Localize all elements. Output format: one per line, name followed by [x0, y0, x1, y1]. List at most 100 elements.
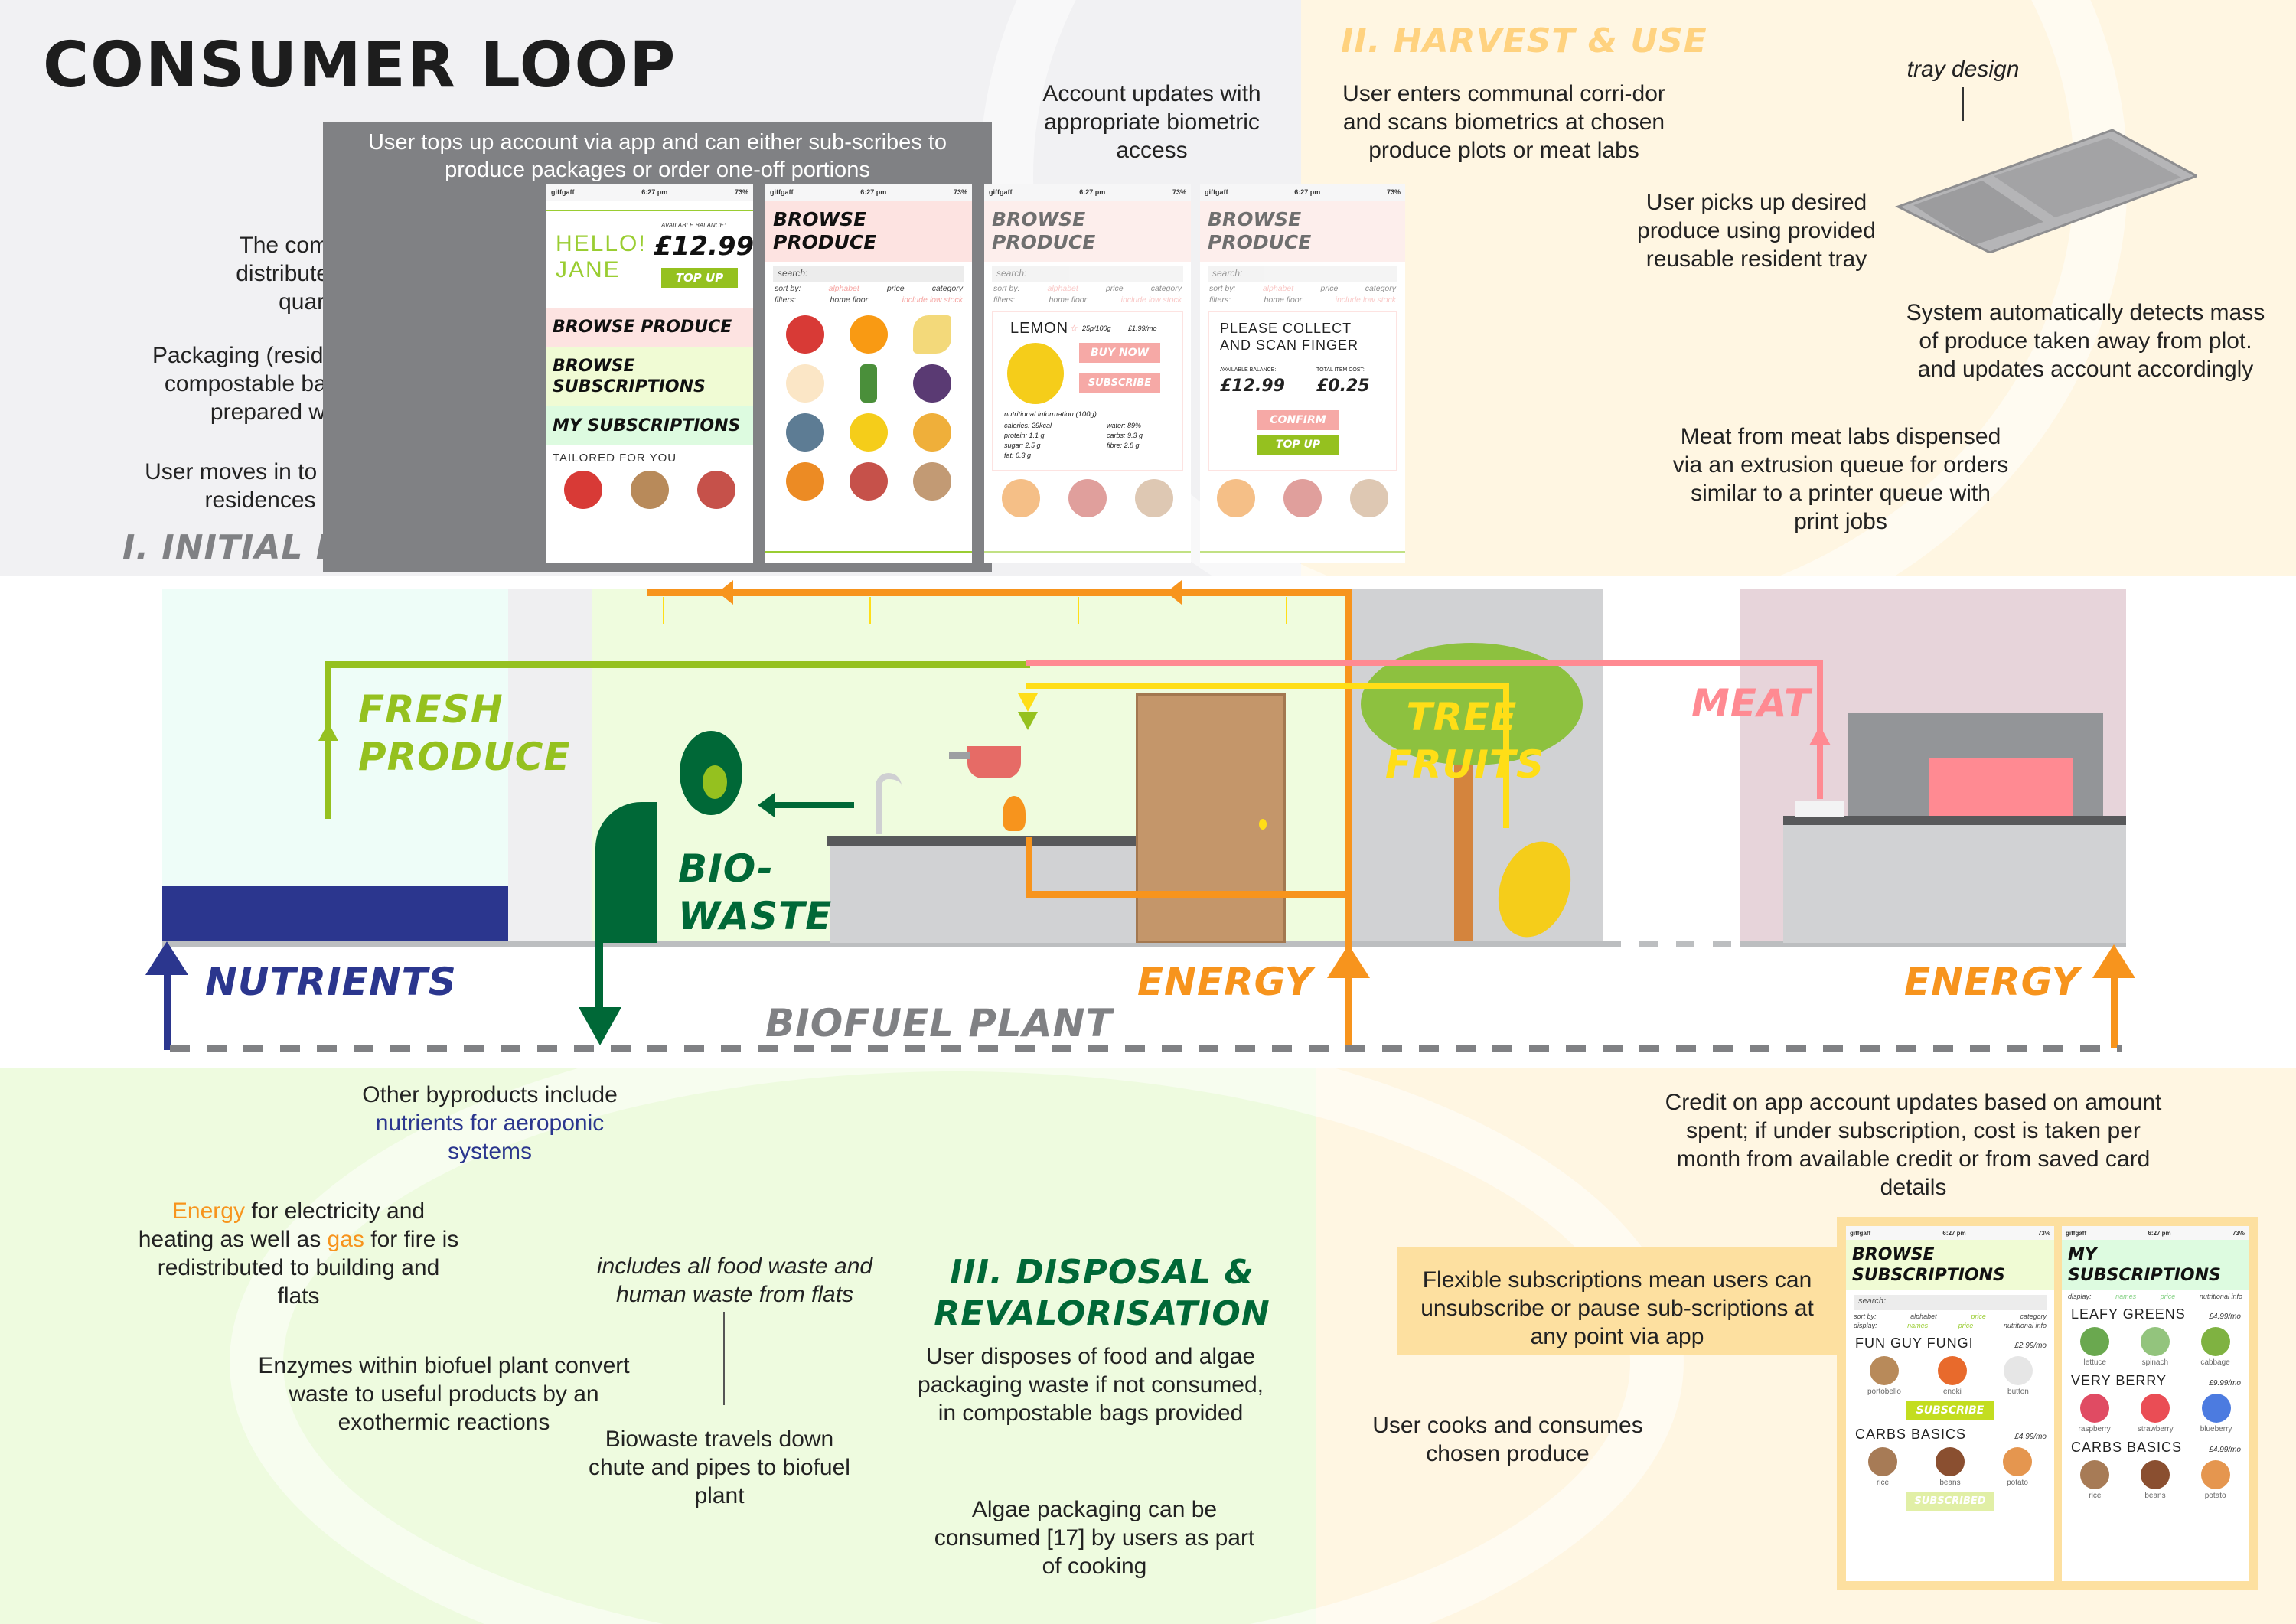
filter-low-stock[interactable]: include low stock [902, 295, 963, 305]
arrow-up-icon [145, 941, 188, 975]
menu-browse-subscriptions[interactable]: BROWSE SUBSCRIPTIONS [546, 347, 753, 406]
package-name: VERY BERRY [2071, 1373, 2167, 1388]
fish-icon[interactable] [785, 413, 824, 452]
compost-bag-contents [703, 765, 727, 799]
item-label: rice [2089, 1492, 2102, 1500]
aubergine-icon[interactable] [913, 364, 952, 403]
browse-subscriptions-title: BROWSE SUBSCRIPTIONS [1846, 1240, 2054, 1290]
display-row: display: names price nutritional info [2062, 1290, 2249, 1300]
sort-price[interactable]: price [886, 284, 905, 293]
subscribe-button[interactable]: SUBSCRIBE [1079, 373, 1160, 393]
display-nutrition[interactable]: nutritional info [2003, 1322, 2047, 1329]
item-label: blueberry [2200, 1425, 2232, 1433]
label-fresh-produce: FRESH PRODUCE [358, 687, 571, 779]
sort-alphabet[interactable]: alphabet [1262, 284, 1294, 293]
filter-low-stock[interactable]: include low stock [1335, 295, 1396, 305]
orange-icon[interactable] [785, 462, 824, 501]
sort-alphabet[interactable]: alphabet [828, 284, 859, 293]
display-label: display: [2068, 1293, 2092, 1300]
spinach-icon [2140, 1327, 2170, 1356]
sort-alphabet[interactable]: alphabet [1910, 1313, 1937, 1320]
display-names[interactable]: names [2115, 1293, 2137, 1300]
nutrients-pipe [164, 972, 171, 1050]
door-handle [1259, 819, 1267, 830]
apple-icon[interactable] [563, 471, 602, 509]
item-label: beans [2144, 1492, 2166, 1500]
package-price: £9.99/mo [2209, 1379, 2241, 1388]
lemon-icon[interactable] [849, 413, 888, 452]
phone-my-subscriptions-screen: giffgaff 6:27 pm 73% MY SUBSCRIPTIONS di… [2062, 1226, 2249, 1581]
sort-category[interactable]: category [1365, 284, 1396, 293]
display-nutrition[interactable]: nutritional info [2199, 1293, 2242, 1300]
carrier-label: giffgaff [770, 188, 794, 196]
sort-alphabet[interactable]: alphabet [1047, 284, 1078, 293]
menu-my-subscriptions[interactable]: MY SUBSCRIPTIONS [546, 406, 753, 445]
mushroom-icon [1349, 479, 1388, 517]
label-energy-right: ENERGY [1904, 960, 2080, 1004]
display-price[interactable]: price [1958, 1322, 1974, 1329]
lettuce-icon [2080, 1327, 2110, 1356]
filter-low-stock[interactable]: include low stock [1120, 295, 1182, 305]
package-items: lettuce spinach cabbage [2062, 1324, 2249, 1367]
steak-icon[interactable] [849, 462, 888, 501]
top-up-button[interactable]: TOP UP [1257, 435, 1339, 455]
mushroom-icon[interactable] [630, 471, 669, 509]
meat-counter [1783, 823, 2126, 943]
banana-icon[interactable] [913, 315, 952, 354]
sort-category[interactable]: category [2020, 1313, 2047, 1320]
display-names[interactable]: names [1907, 1322, 1929, 1329]
steak-icon [1068, 479, 1107, 517]
balance-amount: £12.99 [654, 231, 753, 262]
buy-now-button[interactable]: BUY NOW [1079, 343, 1160, 363]
filter-home-floor[interactable]: home floor [1049, 295, 1088, 305]
status-bar: giffgaff 6:27 pm 73% [546, 184, 753, 201]
sort-price[interactable]: price [1971, 1313, 1986, 1320]
note-picks-up: User picks up desired produce using prov… [1637, 190, 1876, 272]
search-input[interactable]: search: [1854, 1295, 2047, 1310]
search-input[interactable]: search: [773, 266, 964, 282]
battery-label: 73% [2037, 1229, 2050, 1237]
subscribe-button[interactable]: SUBSCRIBE [1906, 1401, 1994, 1420]
chicken-icon[interactable] [785, 364, 824, 403]
status-bar: giffgaff 6:27 pm 73% [984, 184, 1191, 201]
favourite-star-icon[interactable]: ☆ [1070, 323, 1078, 334]
energy-pipe [647, 589, 1352, 596]
confirm-button[interactable]: CONFIRM [1257, 410, 1339, 430]
subscribed-button[interactable]: SUBSCRIBED [1906, 1492, 1994, 1511]
faded-produce-row [984, 471, 1191, 525]
steak-icon[interactable] [697, 471, 736, 509]
status-bar: giffgaff 6:27 pm 73% [765, 184, 972, 201]
phone-browse-screen: giffgaff 6:27 pm 73% BROWSE PRODUCE sear… [765, 184, 972, 563]
arrow-left-icon [718, 580, 733, 605]
onion-icon[interactable] [913, 413, 952, 452]
price-per-month: £1.99/mo [1128, 324, 1157, 332]
nutrition-value: carbs: 9.3 g [1107, 432, 1143, 439]
display-price[interactable]: price [2160, 1293, 2176, 1300]
package-item: button [2003, 1356, 2033, 1396]
floor-line-dashed [1603, 941, 1740, 947]
label-meat: MEAT [1691, 681, 1811, 726]
package-price: £2.99/mo [2014, 1342, 2047, 1350]
search-input[interactable]: search: [992, 266, 1183, 282]
sort-category[interactable]: category [931, 284, 963, 293]
search-input[interactable]: search: [1208, 266, 1397, 282]
orange-icon[interactable] [849, 315, 888, 354]
sort-price[interactable]: price [1105, 284, 1124, 293]
menu-browse-produce[interactable]: BROWSE PRODUCE [546, 308, 753, 347]
sort-category[interactable]: category [1150, 284, 1182, 293]
item-label: potato [2007, 1479, 2028, 1487]
filter-home-floor[interactable]: home floor [830, 295, 869, 305]
vine-decoration [546, 210, 753, 211]
time-label: 6:27 pm [1942, 1229, 1966, 1237]
leek-icon[interactable] [859, 364, 877, 403]
apple-icon[interactable] [785, 315, 824, 354]
rice-icon [2080, 1460, 2110, 1489]
page-title: CONSUMER LOOP [43, 29, 677, 102]
filter-home-floor[interactable]: home floor [1264, 295, 1303, 305]
filter-row: filters: home floor include low stock [984, 293, 1191, 305]
mushroom-icon[interactable] [913, 462, 952, 501]
top-up-button[interactable]: TOP UP [661, 268, 738, 288]
sort-price[interactable]: price [1320, 284, 1339, 293]
package-name: LEAFY GREENS [2071, 1306, 2186, 1322]
fire-icon [1003, 796, 1026, 831]
